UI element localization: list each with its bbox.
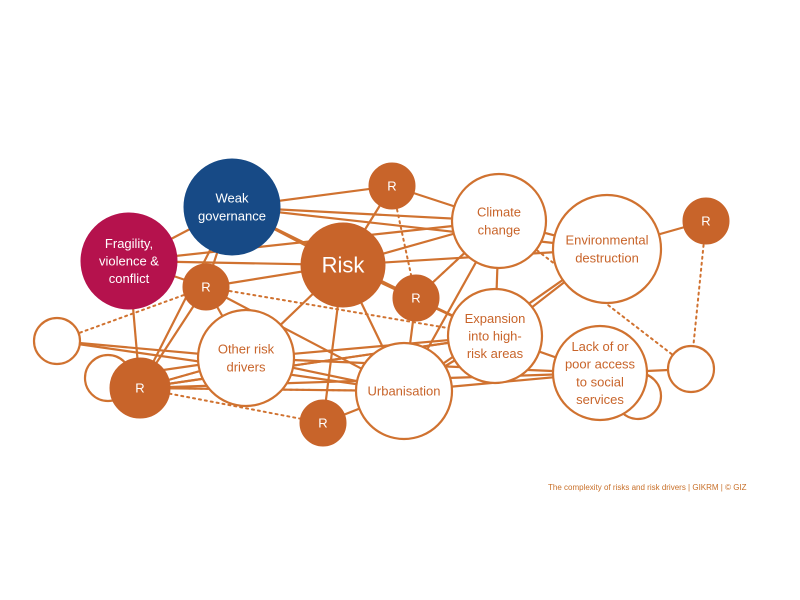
circle-r-left bbox=[182, 263, 230, 311]
circle-empty-left bbox=[32, 316, 82, 366]
figure-caption: The complexity of risks and risk drivers… bbox=[548, 483, 747, 492]
label-fragility-0: Fragility, bbox=[105, 236, 153, 251]
edge-r-left-expansion bbox=[205, 286, 496, 337]
label-lack-of-access-3: services bbox=[576, 392, 624, 407]
node-expansion: Expansion into high-risk areas bbox=[446, 287, 544, 385]
circle-environmental-destruction bbox=[551, 193, 663, 305]
circle-r-right bbox=[682, 197, 730, 245]
node-r-center: R bbox=[392, 274, 440, 322]
node-r-left: R bbox=[182, 263, 230, 311]
circle-empty-right bbox=[666, 344, 716, 394]
circle-lack-of-access bbox=[551, 324, 649, 422]
edge-r-left-empty-left bbox=[56, 286, 207, 342]
edge-r-bottom-left-r-bottom bbox=[139, 387, 324, 424]
circle-fragility bbox=[80, 212, 178, 310]
label-lack-of-access-2: to social bbox=[576, 374, 624, 389]
label-weak-governance-0: Weak bbox=[216, 191, 249, 206]
circle-r-bottom bbox=[299, 399, 347, 447]
label-expansion-1: into high- bbox=[468, 329, 521, 344]
label-r-bottom-0: R bbox=[318, 416, 327, 431]
node-r-bottom-left: R bbox=[109, 357, 171, 419]
label-expansion-0: Expansion bbox=[465, 311, 526, 326]
node-climate-change: Climate change bbox=[450, 172, 548, 270]
label-lack-of-access-0: Lack of or bbox=[571, 339, 629, 354]
edge-r-bottom-left-expansion bbox=[139, 334, 496, 390]
label-r-left-0: R bbox=[201, 280, 210, 295]
circle-r-bottom-left bbox=[109, 357, 171, 419]
label-risk-0: Risk bbox=[322, 253, 366, 278]
label-expansion-2: risk areas bbox=[467, 346, 524, 361]
node-empty-left bbox=[32, 316, 82, 366]
circle-r-top bbox=[368, 162, 416, 210]
label-r-right-0: R bbox=[701, 214, 710, 229]
label-other-risk-drivers-1: drivers bbox=[226, 359, 266, 374]
circle-expansion bbox=[446, 287, 544, 385]
node-weak-governance: Weak governance bbox=[183, 158, 281, 256]
node-empty-right bbox=[666, 344, 716, 394]
circle-other-risk-drivers bbox=[196, 308, 296, 408]
node-lack-of-access: Lack of or poor access to social services bbox=[551, 324, 649, 422]
node-r-right: R bbox=[682, 197, 730, 245]
node-r-bottom: R bbox=[299, 399, 347, 447]
circle-urbanisation bbox=[354, 341, 454, 441]
label-other-risk-drivers-0: Other risk bbox=[218, 342, 275, 357]
label-environmental-destruction-0: Environmental bbox=[565, 233, 648, 248]
node-risk: Risk bbox=[300, 222, 386, 308]
label-climate-change-0: Climate bbox=[477, 205, 521, 220]
label-weak-governance-1: governance bbox=[198, 208, 266, 223]
circle-weak-governance bbox=[183, 158, 281, 256]
circle-r-center bbox=[392, 274, 440, 322]
label-r-top-0: R bbox=[387, 179, 396, 194]
label-urbanisation-0: Urbanisation bbox=[368, 384, 441, 399]
edge-weak-governance-environmental-destruction bbox=[231, 205, 608, 251]
node-urbanisation: Urbanisation bbox=[354, 341, 454, 441]
circle-risk bbox=[300, 222, 386, 308]
label-environmental-destruction-1: destruction bbox=[575, 250, 639, 265]
label-climate-change-1: change bbox=[478, 222, 521, 237]
label-fragility-1: violence & bbox=[99, 254, 159, 269]
node-fragility: Fragility, violence & conflict bbox=[80, 212, 178, 310]
node-r-top: R bbox=[368, 162, 416, 210]
label-fragility-2: conflict bbox=[109, 271, 150, 286]
label-r-bottom-left-0: R bbox=[135, 381, 144, 396]
label-lack-of-access-1: poor access bbox=[565, 357, 636, 372]
circle-climate-change bbox=[450, 172, 548, 270]
edge-r-right-empty-right bbox=[690, 220, 707, 370]
node-environmental-destruction: Environmental destruction bbox=[551, 193, 663, 305]
node-other-risk-drivers: Other risk drivers bbox=[196, 308, 296, 408]
label-r-center-0: R bbox=[411, 291, 420, 306]
